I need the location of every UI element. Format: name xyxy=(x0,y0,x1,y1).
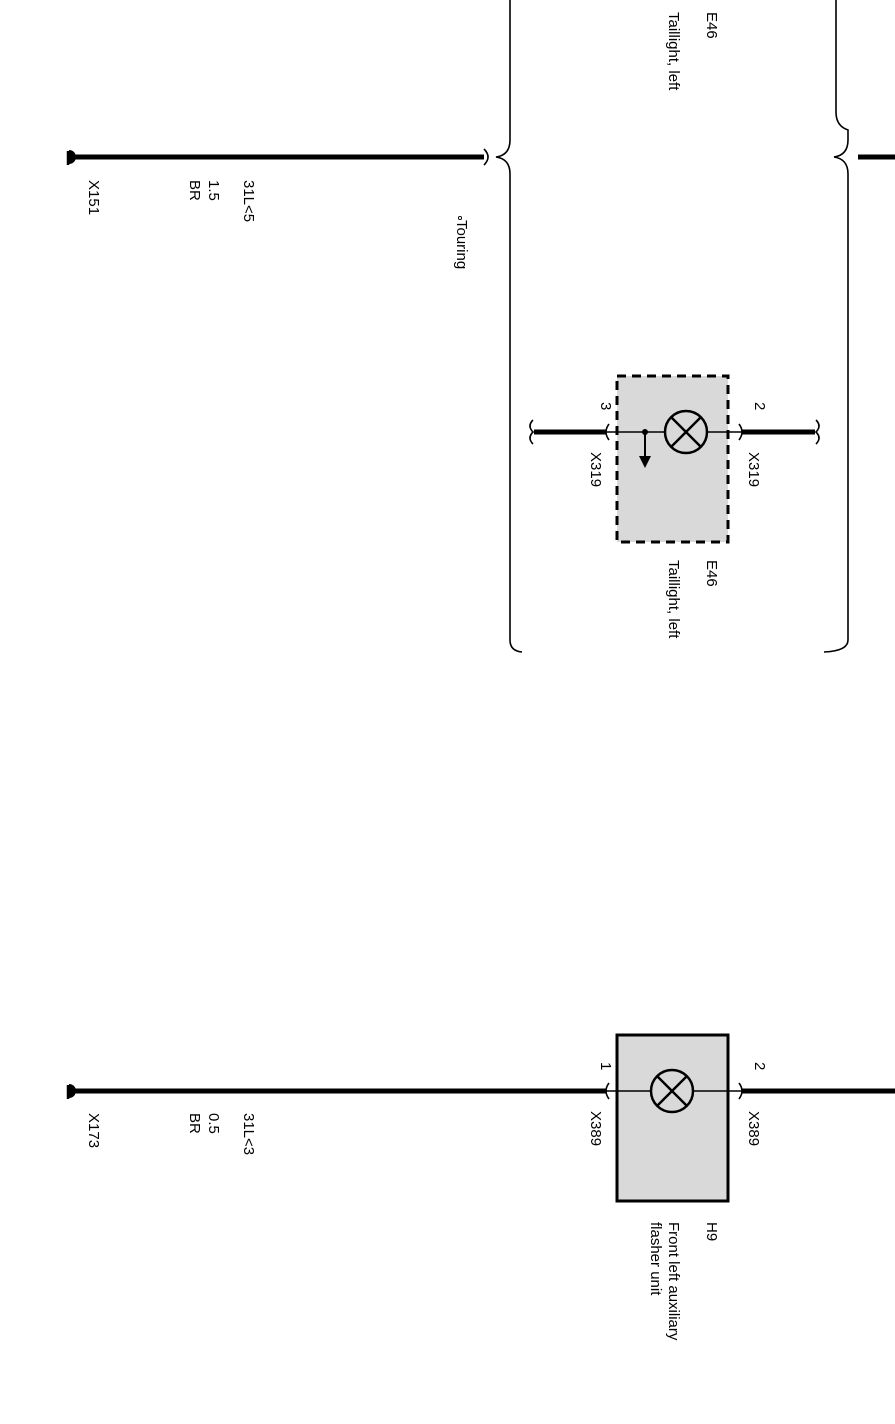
pin-right-flasher: 2 xyxy=(751,1062,768,1070)
wire-color-lower: BR xyxy=(186,1113,203,1134)
component-name-taillight: Taillight, left xyxy=(665,560,682,639)
connector-right-taillight: X319 xyxy=(745,452,762,487)
variant-marker-icon xyxy=(457,215,463,221)
brace-right xyxy=(823,0,849,653)
connector-arc xyxy=(483,148,489,166)
pin-left-taillight: 3 xyxy=(597,402,614,410)
ground-x151-icon xyxy=(66,150,76,165)
ground-label-x151: X151 xyxy=(85,180,102,215)
component-name-flasher-line2: flasher unit xyxy=(647,1222,664,1296)
connector-left-taillight: X319 xyxy=(587,452,604,487)
pin-left-flasher: 1 xyxy=(597,1062,614,1070)
wire-gauge-lower: 0.5 xyxy=(205,1113,222,1134)
wire-color-upper: BR xyxy=(186,180,203,201)
break-mark-right-icon xyxy=(814,419,820,445)
component-id-flasher: H9 xyxy=(703,1222,720,1241)
flasher-component-box xyxy=(615,1033,730,1203)
pin-right-taillight: 2 xyxy=(751,402,768,410)
break-mark-left-icon xyxy=(529,419,535,445)
ground-label-x173: X173 xyxy=(85,1113,102,1148)
wire-id-lower: 31L<3 xyxy=(240,1113,257,1155)
taillight-component-box xyxy=(615,374,730,544)
lamp-icon-taillight xyxy=(663,409,709,455)
component-id-top: E46 xyxy=(703,12,720,39)
variant-label-touring: Touring xyxy=(453,220,470,269)
component-name-top: Taillight, left xyxy=(665,12,682,91)
connector-right-flasher: X389 xyxy=(745,1111,762,1146)
brace-left xyxy=(495,0,523,653)
lamp-icon-flasher xyxy=(649,1068,695,1114)
ground-x173-icon xyxy=(66,1084,76,1099)
connector-left-flasher: X389 xyxy=(587,1111,604,1146)
arrow-down-icon xyxy=(639,456,651,468)
component-name-flasher-line1: Front left auxiliary xyxy=(665,1222,682,1341)
wire-gauge-upper: 1.5 xyxy=(205,180,222,201)
wire-id-upper: 31L<5 xyxy=(240,180,257,222)
component-id-taillight: E46 xyxy=(703,560,720,587)
